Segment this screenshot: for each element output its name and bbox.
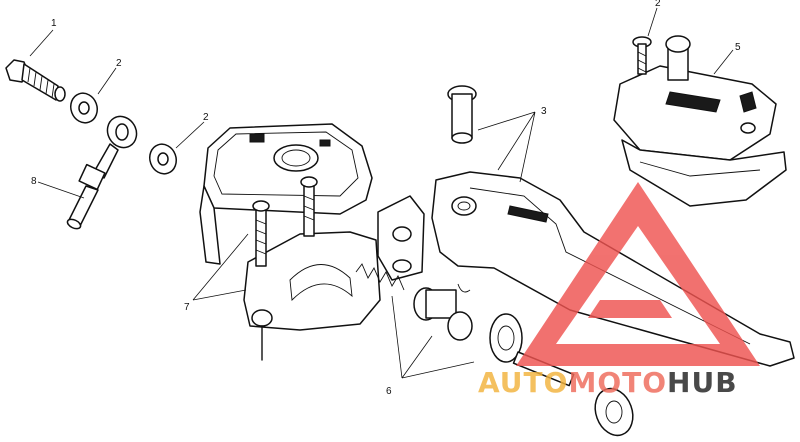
callout-6: 6 xyxy=(386,386,392,397)
watermark-moto: MOTO xyxy=(568,366,667,399)
callout-8: 8 xyxy=(31,176,37,187)
washer-right xyxy=(149,143,177,175)
watermark-hub: HUB xyxy=(667,366,738,399)
washer-left xyxy=(70,92,98,124)
callout-2: 2 xyxy=(203,112,209,123)
master-cylinder-body xyxy=(199,123,425,361)
callout-3: 3 xyxy=(541,106,547,117)
piston-assembly xyxy=(355,263,634,437)
brake-hose xyxy=(66,115,138,230)
callout-1: 1 xyxy=(51,18,57,29)
banjo-bolt xyxy=(5,59,66,102)
reservoir-cap xyxy=(613,35,787,207)
svg-text:AUTOMOTOHUB: AUTOMOTOHUB xyxy=(478,366,738,399)
callout-5: 5 xyxy=(735,42,741,53)
automotohub-watermark: AUTOMOTOHUB xyxy=(478,182,760,399)
watermark-triangle-icon xyxy=(516,182,760,366)
reservoir-screw xyxy=(632,36,652,75)
pivot-pin xyxy=(447,85,477,144)
watermark-auto: AUTO xyxy=(478,366,568,399)
callout-labels: 1 2 2 2 3 5 6 7 8 xyxy=(31,0,741,397)
callout-7: 7 xyxy=(184,302,190,313)
watermark-triangle-bar-icon xyxy=(588,300,672,318)
callout-2: 2 xyxy=(655,0,661,9)
callout-2: 2 xyxy=(116,58,122,69)
leader-lines xyxy=(29,7,734,379)
